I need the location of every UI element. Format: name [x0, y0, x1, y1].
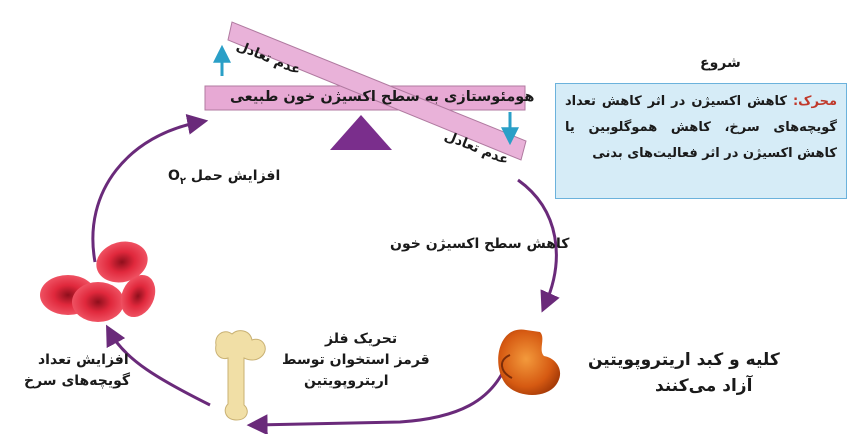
- cycle-arrow-to-balance: [93, 122, 200, 262]
- homeostasis-label: هومئوستازی به سطح اکسیژن خون طبیعی: [230, 89, 534, 105]
- marrow-line1: تحریک فلز: [325, 331, 397, 347]
- stimulus-box: محرک: کاهش اکسیژن در اثر کاهش تعداد گویچ…: [555, 83, 847, 199]
- rbc-line2: گویچه‌های سرخ: [24, 373, 130, 389]
- low-oxygen-label: کاهش سطح اکسیژن خون: [390, 236, 569, 252]
- o2-prefix: افزایش حمل: [186, 168, 280, 184]
- rbc-line1: افزایش تعداد: [38, 352, 129, 368]
- start-label: شروع: [700, 55, 741, 71]
- kidney-liver-line1: کلیه و کبد اریتروپویتین: [588, 350, 780, 370]
- kidney-icon: [498, 330, 560, 395]
- o2-formula: O: [168, 168, 180, 184]
- o2-transport-label: افزایش حمل O۲: [168, 168, 280, 187]
- marrow-line3: اریتروپویتین: [304, 373, 389, 389]
- fulcrum-icon: [330, 115, 392, 150]
- cycle-arrow-to-rbc: [110, 332, 210, 405]
- marrow-line2: قرمز استخوان توسط: [282, 352, 430, 368]
- bone-icon: [216, 331, 266, 420]
- kidney-liver-line2: آزاد می‌کنند: [655, 376, 752, 396]
- red-blood-cells-icon: [40, 236, 162, 323]
- stimulus-lead: محرک:: [793, 94, 837, 109]
